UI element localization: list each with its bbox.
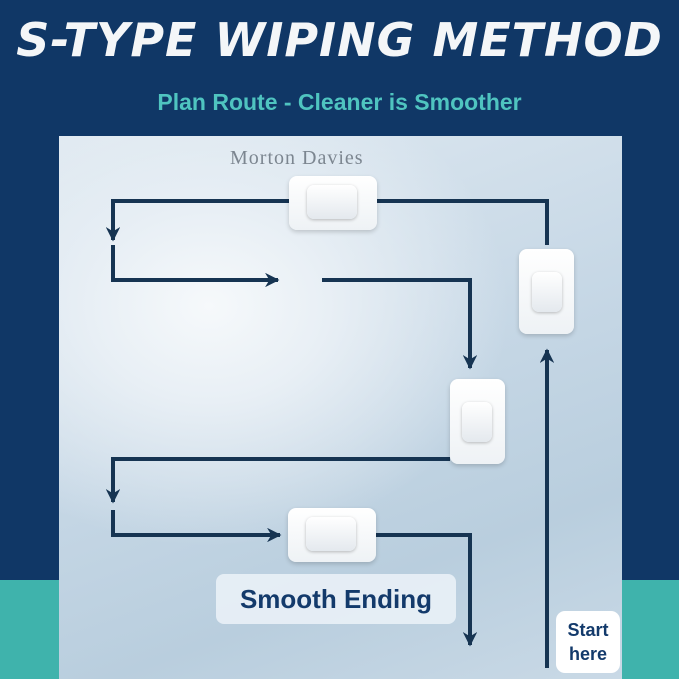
window-robot-right <box>519 249 574 334</box>
watermark: Morton Davies <box>230 147 364 169</box>
robot-handle <box>532 272 562 312</box>
route-end-down <box>376 533 478 647</box>
robot-handle <box>307 185 357 219</box>
robot-handle <box>462 402 492 442</box>
route-top-left-down <box>105 199 289 242</box>
window-robot-bottom <box>288 508 376 562</box>
page-title: S-TYPE WIPING METHOD <box>16 13 663 67</box>
window-robot-top <box>289 176 377 230</box>
route-row2b-down <box>322 278 478 370</box>
robot-handle <box>306 517 356 551</box>
start-label-line2: here <box>568 644 608 664</box>
start-here-label: Start here <box>556 611 620 673</box>
route-row4-right <box>111 510 282 543</box>
route-row2-right <box>111 245 280 288</box>
start-label-line1: Start <box>567 620 609 640</box>
route-row3-left-down <box>105 457 450 504</box>
page-subtitle: Plan Route - Cleaner is Smoother <box>157 89 522 115</box>
window-robot-middle <box>450 379 505 464</box>
route-top-right-corner <box>377 199 549 245</box>
smooth-ending-label: Smooth Ending <box>216 574 456 624</box>
